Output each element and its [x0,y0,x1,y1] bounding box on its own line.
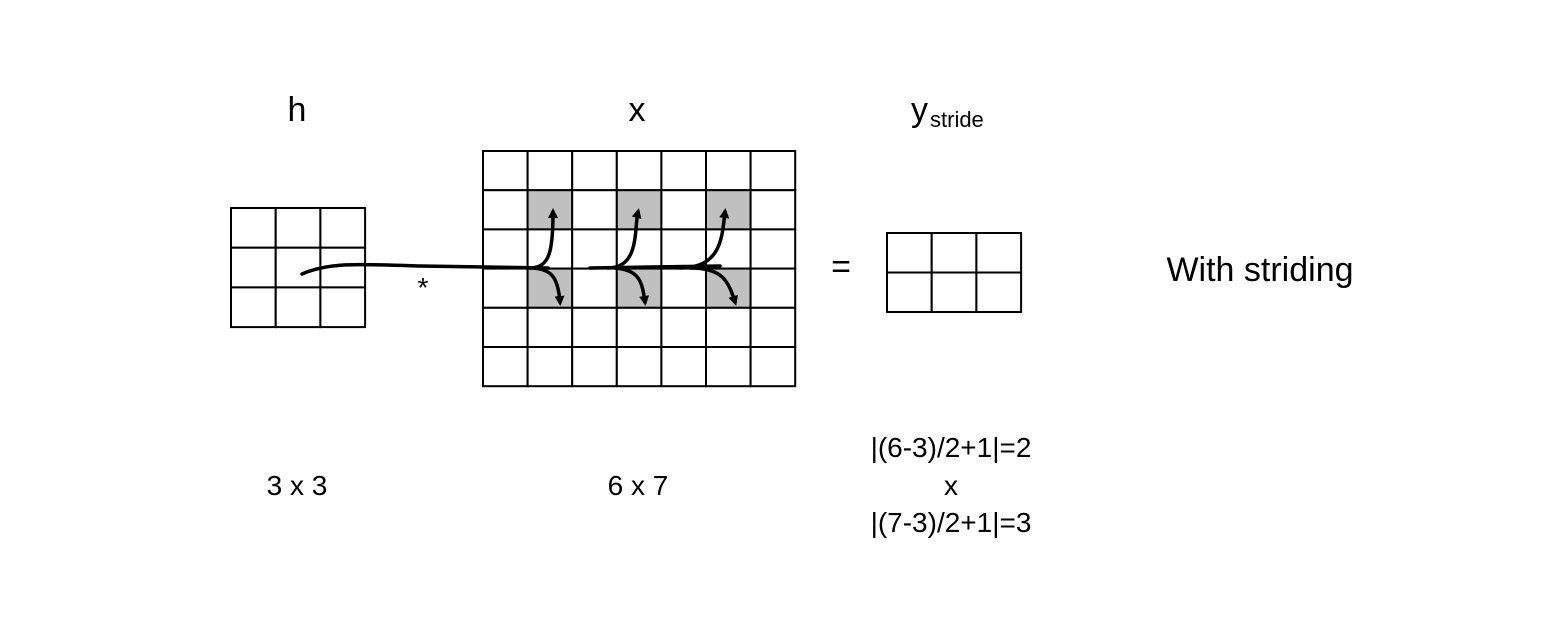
input-cell [705,306,752,348]
input-cell [615,346,663,388]
kernel-label: h [288,91,307,129]
input-cell [749,346,797,388]
input-cell [705,150,752,192]
input-cell [482,267,529,309]
input-cell [571,228,618,270]
input-cell [482,306,529,348]
output-cell [930,232,978,274]
arrow-down-col5 [688,266,738,306]
input-cell [571,267,618,309]
input-cell [749,267,797,309]
diagram-caption: With striding [1166,251,1353,289]
input-cell [571,306,618,348]
output-label-subscript: stride [930,107,984,132]
input-cell [749,189,797,231]
input-cell-highlighted [615,267,663,309]
input-cell [482,150,529,192]
output-label-base: y [911,91,928,129]
kernel-connector-line [300,262,550,276]
input-cell [482,228,529,270]
kernel-cell [274,286,322,329]
kernel-cell [274,246,322,289]
output-rows-formula: |(6-3)/2+1|=2 [871,432,1032,463]
input-cell [526,346,574,388]
input-cell [660,228,708,270]
input-cell [749,150,797,192]
input-dimensions: 6 x 7 [608,470,669,501]
kernel-cell [230,207,277,249]
output-cell [886,232,933,274]
input-cell [571,150,618,192]
input-cell [526,306,574,348]
input-cell [660,150,708,192]
input-cell [615,150,663,192]
input-cell-highlighted [526,189,574,231]
input-cell [482,189,529,231]
input-cell [660,346,708,388]
equals-sign: = [831,248,851,286]
input-cell [482,346,529,388]
input-cell [571,346,618,388]
input-cell [660,189,708,231]
input-label: x [629,91,646,129]
input-grid [482,150,797,388]
arrow-down-col1 [528,266,565,306]
output-cell [975,271,1023,313]
output-times-sign: x [944,470,958,501]
output-label: ystride [911,91,984,132]
input-cell [615,306,663,348]
stride-arrows [300,208,738,306]
output-cell [975,232,1023,274]
input-cell [526,150,574,192]
kernel-cell [319,286,367,329]
output-grid [886,232,1023,313]
output-cell [886,271,933,313]
input-cell [660,267,708,309]
output-cols-formula: |(7-3)/2+1|=3 [871,507,1032,538]
input-cell [660,306,708,348]
input-cell [749,306,797,348]
kernel-grid [230,207,367,329]
convolution-operator: * [418,272,429,303]
kernel-cell [230,286,277,329]
kernel-cell [230,246,277,289]
input-cell [571,189,618,231]
kernel-cell [274,207,322,249]
input-cell-highlighted [615,189,663,231]
input-cell [705,228,752,270]
output-cell [930,271,978,313]
input-cell [705,346,752,388]
arrow-down-col3 [613,266,650,306]
kernel-cell [319,207,367,249]
kernel-dimensions: 3 x 3 [267,470,328,501]
input-cell [749,228,797,270]
input-cell-highlighted [705,189,752,231]
